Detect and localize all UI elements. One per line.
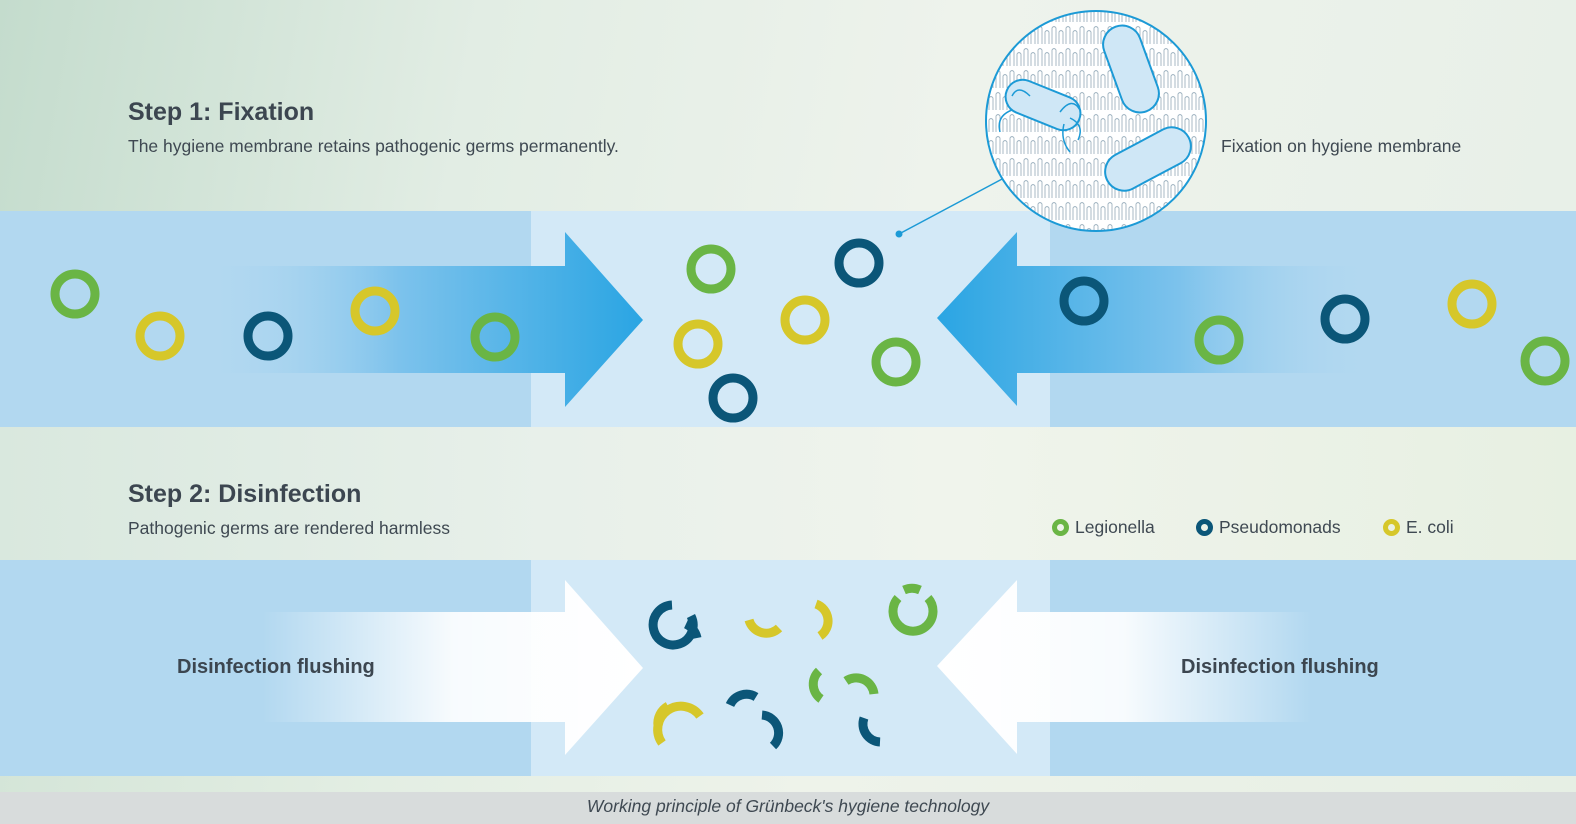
- legend-label: E. coli: [1406, 517, 1454, 537]
- pseudomonad-germ: [1320, 294, 1370, 344]
- pseudomonad-germ: [243, 311, 293, 361]
- broken-pseudomonad: [858, 716, 881, 747]
- legionella-germ: [871, 337, 921, 387]
- germs-step2-broken: [648, 583, 938, 750]
- caption: Working principle of Grünbeck's hygiene …: [586, 796, 990, 816]
- legionella-ring-icon: [1052, 519, 1069, 536]
- step1-flow-band: [0, 211, 1576, 427]
- ecoli-germ: [350, 286, 400, 336]
- step1-title: Step 1: Fixation: [128, 98, 315, 126]
- legend-legionella: Legionella: [1052, 517, 1155, 538]
- legionella-germ: [470, 312, 520, 362]
- flush-arrow-right: [262, 580, 643, 755]
- pseudomonad-germ: [834, 238, 884, 288]
- ecoli-ring-icon: [1383, 519, 1400, 536]
- broken-legionella: [808, 667, 824, 703]
- pseudomonad-germ: [708, 373, 758, 423]
- flow-arrow-right-1: [200, 232, 643, 407]
- pseudomonad-ring-icon: [1196, 519, 1213, 536]
- step2-header-band: [0, 427, 1576, 560]
- step2-description: Pathogenic germs are rendered harmless: [128, 518, 450, 538]
- step1-description: The hygiene membrane retains pathogenic …: [128, 136, 619, 156]
- legionella-germ: [50, 269, 100, 319]
- flow-arrow-left-1: [937, 232, 1376, 406]
- broken-ecoli: [744, 618, 783, 638]
- membrane-magnifier: [895, 10, 1207, 238]
- broken-pseudomonad: [725, 689, 759, 708]
- flush-label-right: Disinfection flushing: [1181, 656, 1379, 678]
- caption-bar: [0, 792, 1576, 824]
- ecoli-germ: [135, 311, 185, 361]
- bacterium: [1004, 24, 1192, 192]
- step2-flow-band: [0, 560, 1576, 776]
- legend-pseudomonads: Pseudomonads: [1196, 517, 1341, 538]
- ecoli-germ: [780, 295, 830, 345]
- step2-title: Step 2: Disinfection: [128, 480, 362, 508]
- ecoli-germ: [1447, 279, 1497, 329]
- legionella-germ: [686, 244, 736, 294]
- broken-legionella: [888, 595, 938, 636]
- germs-step1: [50, 238, 1570, 423]
- legend-ecoli: E. coli: [1383, 517, 1454, 538]
- legionella-germ: [1520, 336, 1570, 386]
- legend-label: Legionella: [1075, 517, 1155, 537]
- pseudomonad-germ: [1059, 276, 1109, 326]
- legend-label: Pseudomonads: [1219, 517, 1341, 537]
- legionella-germ: [1194, 315, 1244, 365]
- flush-label-left: Disinfection flushing: [177, 656, 375, 678]
- ecoli-germ: [673, 319, 723, 369]
- broken-ecoli: [814, 599, 833, 640]
- flush-arrow-left: [937, 580, 1312, 754]
- magnifier-caption: Fixation on hygiene membrane: [1221, 136, 1462, 156]
- step1-header-band: [0, 0, 1576, 211]
